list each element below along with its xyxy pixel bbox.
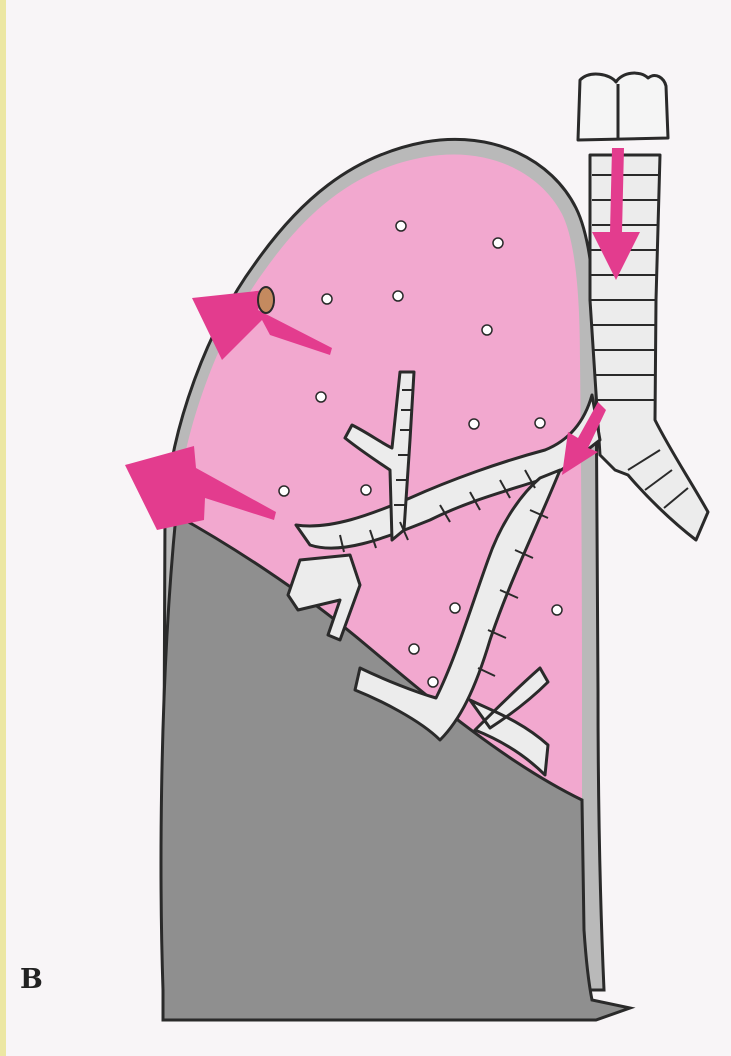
trachea-cartilage xyxy=(578,73,668,140)
panel-label: B xyxy=(20,966,43,993)
trachea xyxy=(590,155,708,540)
bronchiole-stump xyxy=(258,287,274,313)
